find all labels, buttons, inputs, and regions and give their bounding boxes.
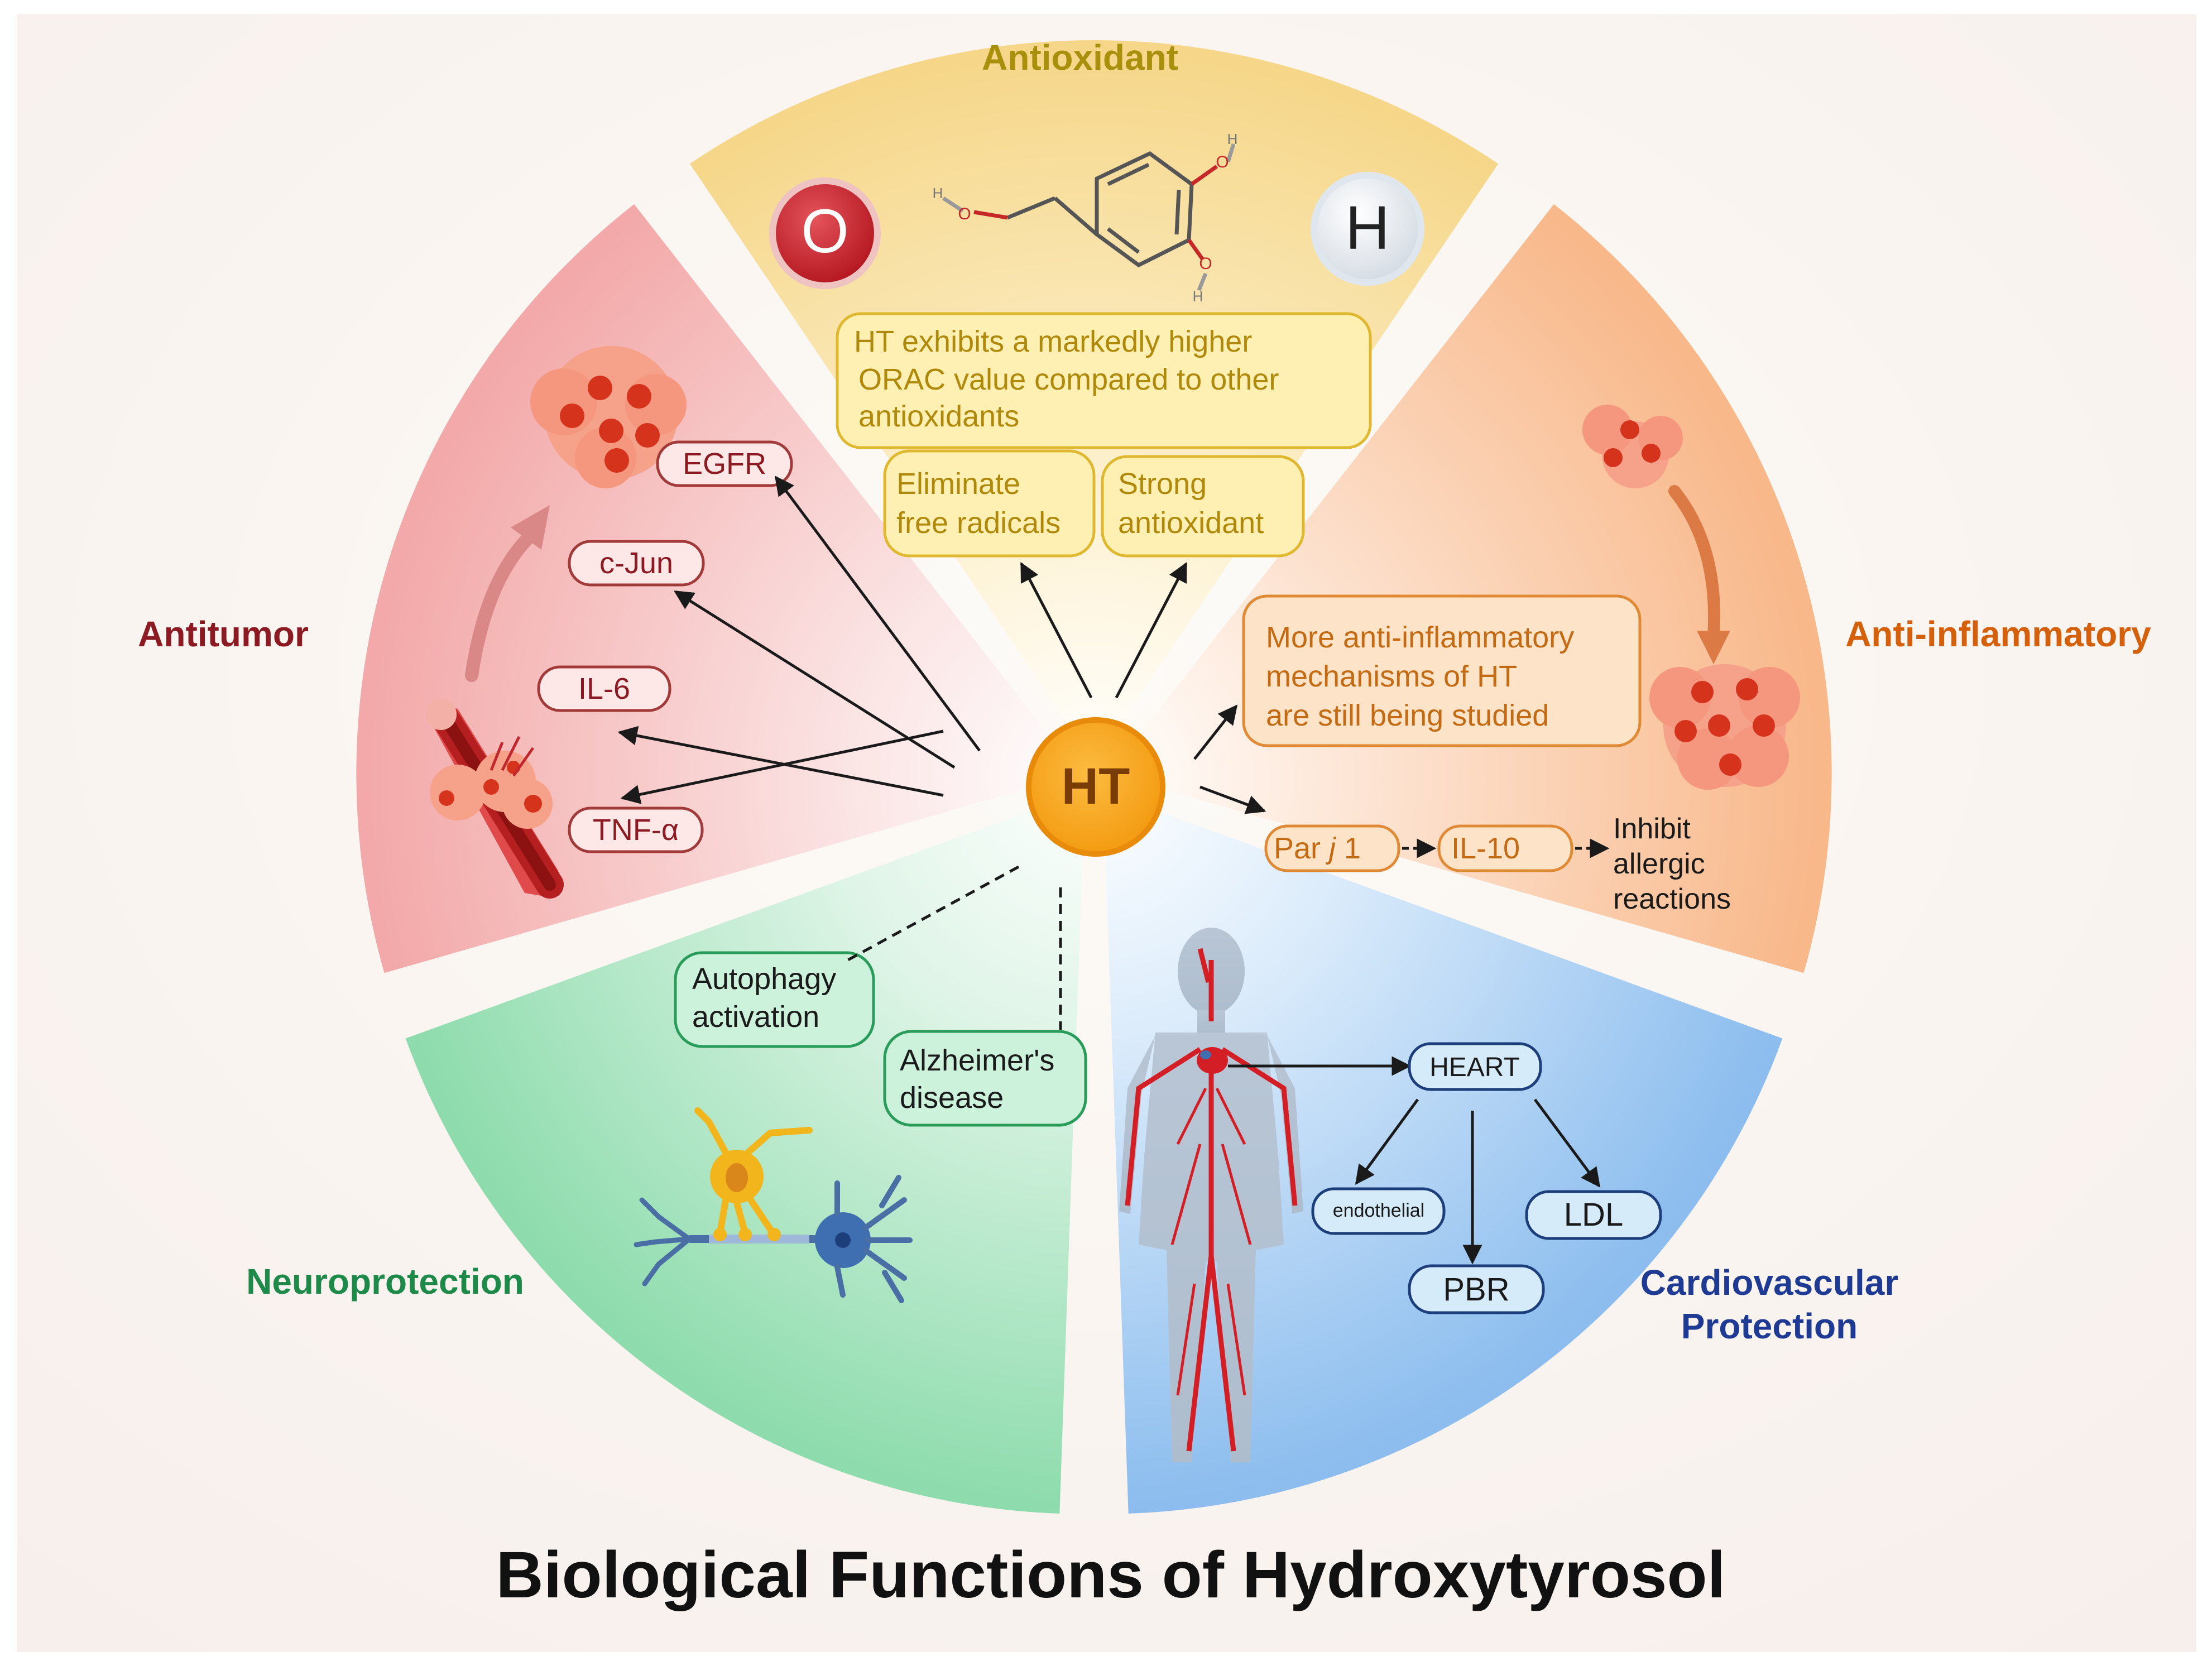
center-connectors [617, 476, 1266, 1030]
par-j1-label: Par j 1 [1274, 832, 1361, 865]
heart-to-endothelial-arrow [1355, 1098, 1419, 1185]
molecule-h-left: H [933, 185, 943, 201]
inhibit-line-3: reactions [1613, 883, 1731, 915]
more-line-1: More anti-inflammatory [1266, 621, 1574, 654]
antitumor-section: Antitumor [138, 346, 793, 899]
cardio-segment [1103, 791, 1783, 1514]
cardio-heading-line-1: Cardiovascular [1640, 1262, 1898, 1303]
strong-line-2: antioxidant [1118, 506, 1264, 540]
molecule-h-top: H [1227, 131, 1238, 147]
cardio-section: Cardiovascular Protection HEART endothel… [1119, 928, 1898, 1462]
tumor-marker-box [568, 540, 705, 587]
molecule-o-bottom: O [1199, 255, 1212, 273]
eliminate-line-2: free radicals [896, 506, 1061, 540]
blood-vessel-tumor-icon [425, 699, 564, 899]
neuroprotection-section: Neuroprotection Autophagy activation Alz… [246, 951, 1087, 1303]
neuron-icon [634, 1107, 913, 1303]
tumor-growth-arrow-icon [465, 529, 537, 682]
tumor-marker-label: IL-6 [578, 672, 630, 705]
par-j1-box [1264, 824, 1400, 872]
tumor-marker-label: EGFR [683, 447, 766, 481]
tumor-marker-label: TNF-α [593, 813, 679, 847]
orac-box [836, 312, 1372, 449]
hydrogen-atom-icon: H [1311, 172, 1424, 286]
autophagy-line-2: activation [692, 1000, 819, 1034]
inflammation-arrow-icon [1668, 485, 1721, 642]
tumor-growth-arrow-head-icon [511, 505, 550, 550]
ht-to-strong-arrow [1115, 561, 1188, 699]
heart-label: HEART [1429, 1053, 1520, 1082]
more-line-3: are still being studied [1266, 699, 1549, 732]
ldl-box [1525, 1190, 1662, 1240]
il10-box [1437, 824, 1573, 872]
autophagy-box [674, 951, 875, 1048]
heart-to-ldl-arrow [1533, 1098, 1601, 1188]
antitumor-heading: Antitumor [138, 614, 309, 654]
alzheimers-line-1: Alzheimer's [900, 1044, 1054, 1077]
molecule-h-bottom: H [1193, 288, 1203, 305]
inflammatory-cell-cluster-icon [1582, 405, 1683, 488]
ht-center-node: HT [1026, 717, 1165, 857]
il10-label: IL-10 [1451, 832, 1520, 865]
tumor-cell-cluster-icon [530, 346, 687, 488]
hydrogen-atom-label: H [1345, 194, 1389, 262]
endothelial-label: endothelial [1333, 1200, 1424, 1221]
par-num: 1 [1336, 832, 1361, 865]
alzheimers-box [883, 1030, 1087, 1127]
anti-inflammatory-heading: Anti-inflammatory [1845, 614, 2151, 654]
inflamed-cell-cluster-icon [1649, 664, 1800, 790]
orac-line-3: antioxidants [858, 400, 1019, 433]
oxygen-atom-label: O [801, 197, 849, 266]
page-title: Biological Functions of Hydroxytyrosol [496, 1538, 1726, 1612]
inflammation-arrow-head-icon [1697, 631, 1730, 664]
pbr-label: PBR [1443, 1271, 1509, 1308]
par-text: Par [1274, 832, 1329, 865]
molecule-o-top: O [1216, 153, 1229, 171]
antioxidant-heading: Antioxidant [982, 37, 1178, 78]
antioxidant-section: Antioxidant O H O O [769, 37, 1424, 558]
tumor-marker-box [537, 665, 671, 712]
neuroprotection-heading: Neuroprotection [246, 1261, 524, 1302]
oxygen-atom-icon: O [769, 177, 881, 289]
tumor-marker-label: c-Jun [599, 546, 673, 580]
eliminate-free-radicals-box [883, 449, 1096, 558]
ldl-label: LDL [1564, 1197, 1623, 1233]
human-body-circulatory-icon [1119, 928, 1303, 1462]
inhibit-line-1: Inhibit [1613, 813, 1691, 845]
alzheimers-line-2: disease [900, 1081, 1004, 1115]
hydroxytyrosol-molecule-icon [942, 143, 1236, 291]
autophagy-line-1: Autophagy [692, 962, 836, 996]
ht-to-eliminate-arrow [1020, 561, 1093, 699]
pbr-box [1408, 1264, 1545, 1314]
inhibit-line-2: allergic [1613, 848, 1705, 880]
endothelial-box [1311, 1187, 1446, 1235]
anti-inflammatory-segment [1109, 204, 1832, 973]
molecule-o-left: O [958, 205, 971, 223]
tumor-marker-box [656, 440, 793, 487]
strong-antioxidant-box [1101, 455, 1305, 558]
ht-to-par-arrow [1199, 785, 1266, 814]
strong-line-1: Strong [1118, 467, 1207, 501]
cardio-heading-line-2: Protection [1681, 1306, 1858, 1346]
anti-inflammatory-section: Anti-inflammatory More an [1242, 405, 2151, 915]
orac-line-2: ORAC value compared to other [858, 363, 1279, 396]
ht-center-label: HT [1062, 758, 1130, 815]
more-mechanisms-box [1242, 594, 1642, 747]
ht-to-egfr-arrow [774, 476, 981, 752]
orac-line-1: HT exhibits a markedly higher [854, 325, 1252, 358]
ht-to-more-mechanisms-arrow [1193, 704, 1238, 760]
more-line-2: mechanisms of HT [1266, 660, 1517, 693]
tumor-marker-box [568, 806, 704, 853]
heart-box [1408, 1042, 1542, 1091]
ht-to-tnf-arrow [620, 729, 944, 804]
eliminate-line-1: Eliminate [896, 467, 1020, 501]
